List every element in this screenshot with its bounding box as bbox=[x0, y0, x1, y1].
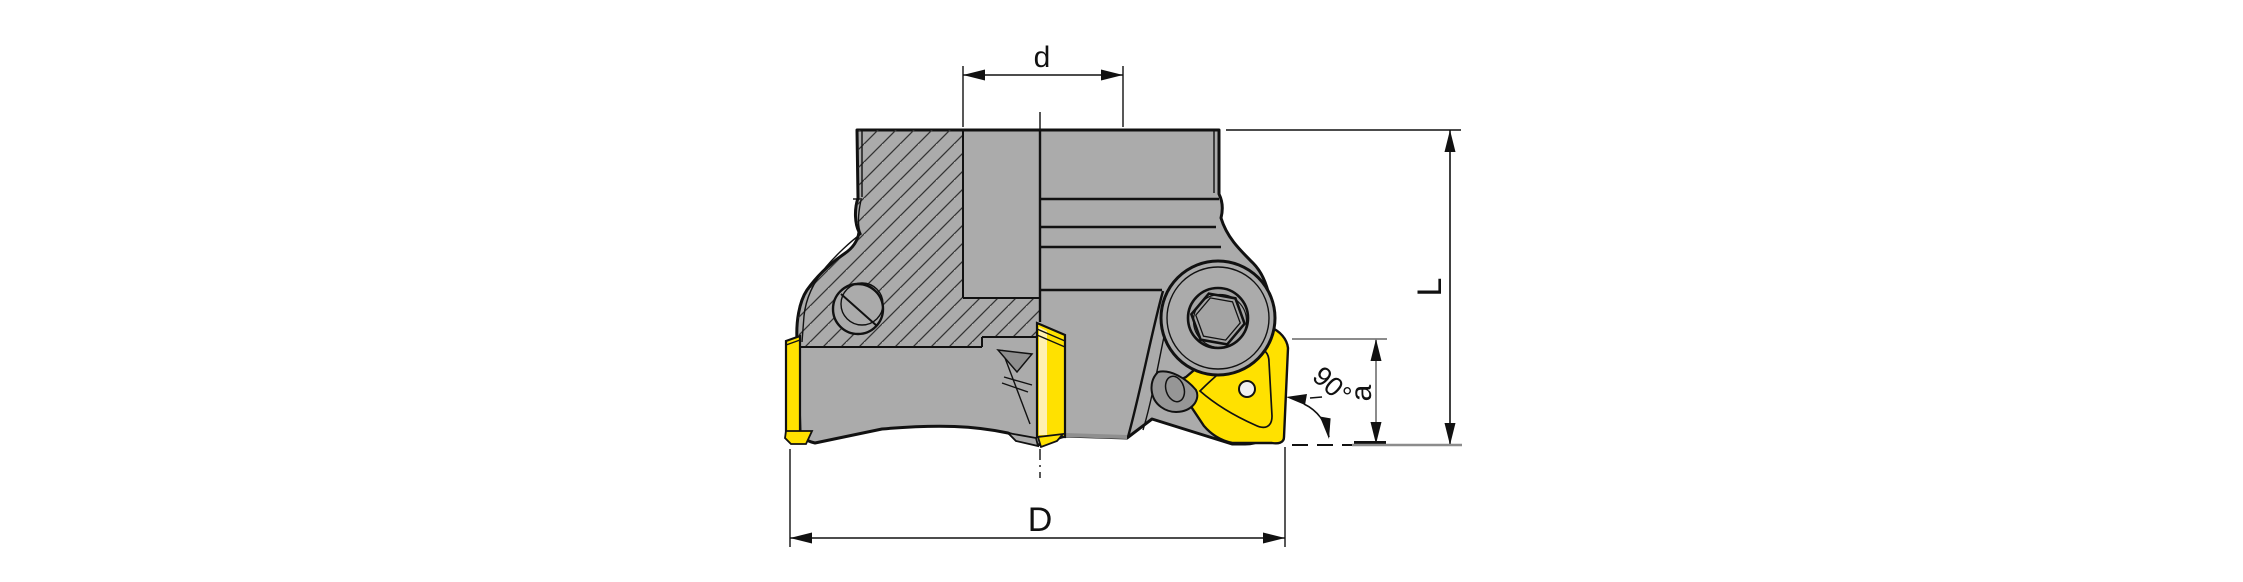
dimension-D: D bbox=[789, 447, 1286, 547]
label-d: d bbox=[1034, 41, 1051, 74]
label-D: D bbox=[1028, 501, 1053, 539]
label-L: L bbox=[1411, 278, 1449, 297]
left-insert bbox=[784, 334, 814, 445]
label-90deg: 90° bbox=[1307, 360, 1357, 410]
body-step-lines bbox=[801, 131, 1221, 438]
hex-socket-icon bbox=[1189, 292, 1247, 346]
insert-screw-hole bbox=[1238, 380, 1256, 398]
label-a: a bbox=[1345, 384, 1378, 401]
left-insert-tip bbox=[784, 430, 814, 445]
center-insert bbox=[1005, 321, 1067, 449]
dimension-a: a bbox=[1292, 338, 1387, 445]
left-set-screw bbox=[831, 282, 885, 336]
dimension-L: L bbox=[1226, 129, 1461, 445]
dimension-d: d bbox=[962, 41, 1124, 127]
center-insert-tip bbox=[1036, 432, 1066, 449]
insert-clamp-shadow bbox=[1150, 370, 1199, 413]
chip-gash-edge bbox=[1126, 290, 1165, 438]
clamp-screw bbox=[1159, 259, 1277, 377]
center-pocket-details bbox=[996, 349, 1127, 439]
